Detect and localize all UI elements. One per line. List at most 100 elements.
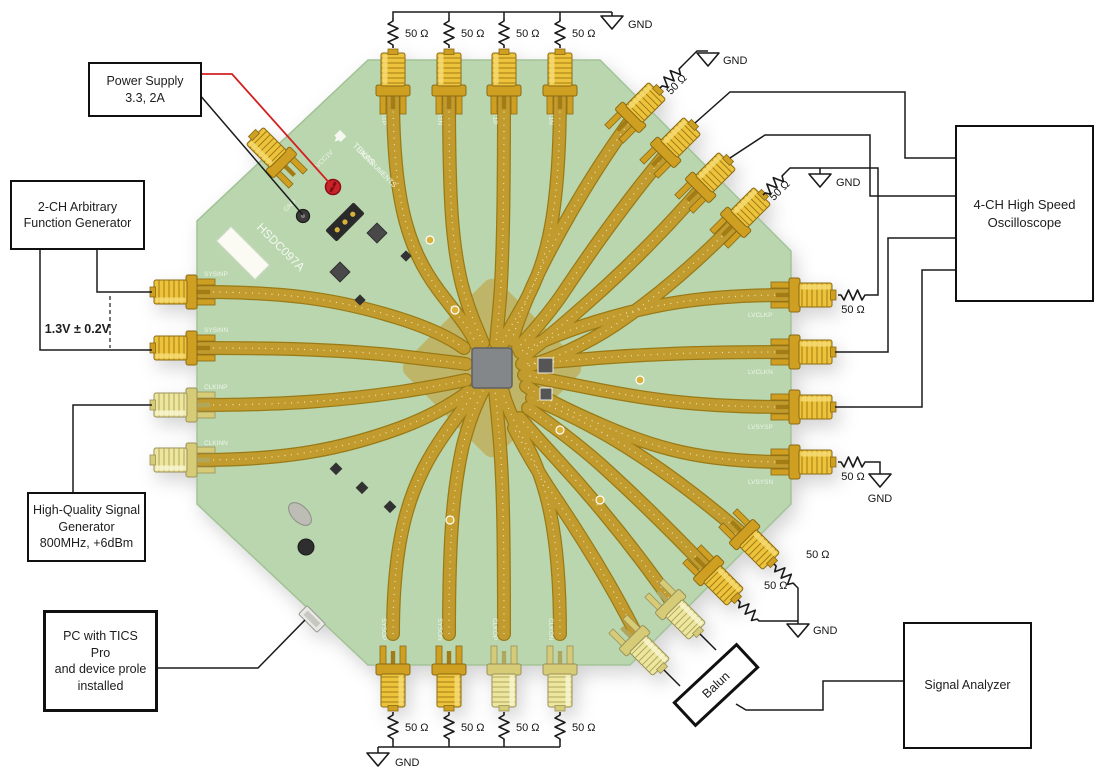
afg-ch1-wire: [96, 248, 152, 293]
ti-logo-icon: [334, 130, 347, 143]
resistor-label: 50 Ω: [405, 722, 429, 734]
resistor-label: 50 Ω: [461, 722, 485, 734]
sma-connector: [150, 275, 215, 309]
lvsysn-gnd-wire: [868, 461, 881, 474]
signal-analyzer-box: Signal Analyzer: [903, 622, 1032, 749]
signal-generator-box: High-Quality Signal Generator 800MHz, +6…: [27, 492, 146, 562]
sma-connector: [487, 49, 521, 114]
signal-generator-label-2: Generator: [58, 519, 115, 534]
resistor-label: 50 Ω: [806, 549, 830, 561]
connector-label: LVSYSP: [748, 424, 773, 431]
connector-label: CLK1P: [491, 104, 498, 125]
sma-connector: [376, 49, 410, 114]
connector-label: SYSINP: [204, 271, 228, 278]
power-supply-box: Power Supply 3.3, 2A: [88, 62, 202, 117]
pc-label-1: PC with TICS: [63, 629, 138, 643]
oscilloscope-label-1: 4-CH High Speed: [973, 197, 1076, 213]
ground-label: GND: [628, 19, 653, 31]
signal-generator-label-3: 800MHz, +6dBm: [39, 536, 134, 551]
connector-label: SYS1N: [436, 104, 443, 126]
top-termination-bus: [392, 11, 613, 18]
power-negative-wire: [198, 93, 304, 216]
main-ic-chip: [471, 347, 513, 389]
pc-label-2: Pro: [90, 645, 111, 660]
ground-icon: [786, 623, 810, 638]
ground-label: GND: [836, 177, 861, 189]
sma-connector: [150, 331, 215, 365]
afg-ch2-wire: [39, 248, 152, 351]
connector-label: LVCLKN: [748, 369, 773, 376]
usb-connector: [298, 605, 326, 633]
resistor-label: 50 Ω: [405, 28, 429, 40]
ground-icon: [696, 52, 720, 67]
power-supply-label-1: Power Supply: [106, 74, 184, 88]
voltage-annotation: 1.3V ± 0.2V: [44, 322, 110, 336]
bottom-termination-bus: [377, 742, 561, 753]
power-positive-wire: [200, 73, 334, 188]
function-generator-label-1: 2-CH Arbitrary: [37, 199, 118, 214]
sma-connector: [487, 646, 521, 711]
pcb-board: TEXAS INSTRUMENTS HSDC097A VCC1V GND SYS…: [150, 49, 836, 711]
pc-usb-wire: [155, 619, 306, 669]
connector-label: SYSON: [436, 618, 443, 641]
siggen-wire: [72, 404, 152, 492]
pin-header: [326, 203, 364, 241]
board-label-sticker: [216, 226, 270, 280]
connector-label: CLK1N: [547, 104, 554, 125]
sma-connector: [432, 49, 466, 114]
clk2n-gnd-wire: [680, 50, 708, 68]
scope-ch3-wire: [835, 237, 955, 353]
balun-label: Balun: [699, 668, 733, 701]
resistor-label: 50 Ω: [516, 722, 540, 734]
ground-icon: [600, 15, 624, 30]
resistor-label: 50 Ω: [572, 28, 596, 40]
connector-label: SYS1P: [380, 104, 387, 125]
connector-label: LVSYSN: [748, 479, 773, 486]
connector-label: CLKINN: [204, 440, 228, 447]
crystal-oscillator: [288, 502, 312, 526]
oscilloscope-label-2: Oscilloscope: [987, 214, 1062, 230]
connector-label: SYSINN: [204, 327, 229, 334]
power-supply-label-2: 3.3, 2A: [125, 90, 165, 105]
sma-connector: [543, 646, 577, 711]
connector-label: LVCLKP: [748, 312, 772, 319]
connector-label: SYSOP: [380, 618, 387, 640]
pc-box: PC with TICS Pro and device prole instal…: [43, 610, 158, 712]
sma-connector: [150, 443, 215, 477]
function-generator-box: 2-CH Arbitrary Function Generator: [10, 180, 145, 250]
scope-ch4-wire: [835, 269, 955, 408]
sma-connector: [771, 335, 836, 369]
board-components: [216, 178, 645, 633]
connector-label: CLKINP: [204, 384, 227, 391]
resistor-label: 50 Ω: [764, 580, 788, 592]
function-generator-label-2: Function Generator: [23, 216, 132, 230]
ground-icon: [366, 752, 390, 767]
balun-input-wires: [663, 633, 717, 687]
signal-wires: [39, 11, 955, 753]
pc-label-4: installed: [77, 678, 124, 693]
connector-label: CLKOP: [491, 618, 498, 640]
signal-generator-label-1: High-Quality Signal: [33, 503, 140, 518]
pc-label-3: and device prole: [54, 662, 147, 676]
oscilloscope-box: 4-CH High Speed Oscilloscope: [955, 125, 1094, 302]
balun-to-analyzer-wire: [735, 680, 903, 711]
resistor-label: 50 Ω: [516, 28, 540, 40]
sma-connector: [432, 646, 466, 711]
resistor-label: 50 Ω: [767, 178, 792, 203]
ground-icon: [868, 473, 892, 488]
sma-connector: [150, 388, 215, 422]
resistor-label: 50 Ω: [461, 28, 485, 40]
signal-analyzer-label: Signal Analyzer: [924, 678, 1011, 693]
sma-connector: [771, 278, 836, 312]
round-component: [297, 538, 315, 556]
ground-label: GND: [868, 493, 893, 505]
ground-label: GND: [813, 625, 838, 637]
resistor-label: 50 Ω: [572, 722, 596, 734]
lvclkp-gnd-wire: [783, 167, 879, 296]
sma-connector: [771, 390, 836, 424]
scope-ch2-wire: [729, 134, 955, 197]
scope-ch1-wire: [694, 91, 955, 159]
connector-label: CLKON: [547, 618, 554, 641]
